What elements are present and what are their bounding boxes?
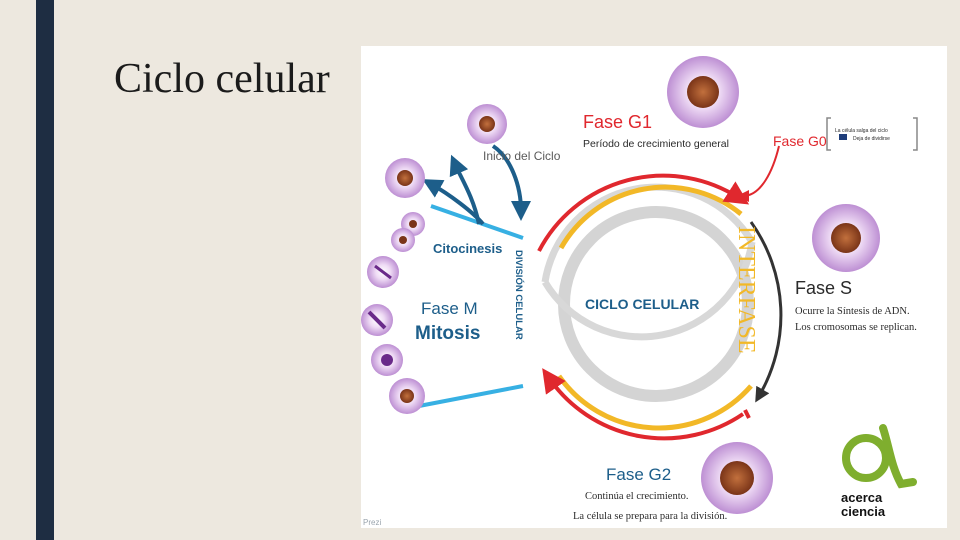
logo-line2: ciencia (841, 504, 886, 519)
g0-note-box (826, 117, 918, 151)
g0-note-line1: La célula salga del ciclo (835, 128, 888, 134)
interfase-arrow (749, 221, 783, 403)
cell-cycle-diagram: Fase G1 Período de crecimiento general F… (361, 46, 947, 528)
cell-citocinesis (391, 212, 425, 252)
g0-arrow (737, 145, 780, 202)
logo-line1: acerca (841, 490, 883, 505)
red-arrow-g2 (542, 368, 745, 441)
blue-arrow-3 (491, 144, 531, 221)
interfase-label: INTERFASE (733, 226, 759, 354)
g1-description: Período de crecimiento general (583, 138, 729, 150)
left-accent-bar (36, 0, 54, 540)
acerca-ciencia-logo (842, 424, 917, 489)
s-desc-line1: Ocurre la Síntesis de ADN. (795, 306, 910, 317)
red-arrow-g1 (537, 173, 750, 252)
fase-m-label: Fase M (421, 299, 478, 318)
g2-title: Fase G2 (606, 465, 671, 484)
g2-desc-line1: Continúa el crecimiento. (585, 491, 689, 502)
cell-left-bottom (389, 378, 425, 414)
cell-g2 (701, 442, 773, 514)
center-label: CICLO CELULAR (585, 296, 699, 312)
yellow-arc-bottom (556, 374, 753, 431)
cell-anaphase (367, 256, 399, 288)
g0-title: Fase G0 (773, 133, 827, 149)
cell-left-1 (385, 158, 425, 198)
g1-title: Fase G1 (583, 112, 652, 132)
mitosis-label: Mitosis (415, 323, 480, 344)
s-desc-line2: Los cromosomas se replican. (795, 322, 917, 333)
citocinesis-label: Citocinesis (433, 241, 502, 256)
blue-arrow-2 (422, 179, 485, 226)
g0-note-line2: Deja de dividirse (853, 136, 890, 142)
inicio-label: Inicio del Ciclo (483, 149, 561, 163)
g2-desc-line2: La célula se prepara para la división. (573, 511, 727, 522)
diagram-canvas: Fase G1 Período de crecimiento general F… (361, 56, 918, 527)
division-label: DIVISIÓN CELULAR (513, 250, 525, 340)
cell-g1 (667, 56, 739, 128)
cell-s (812, 204, 880, 272)
cell-metaphase (361, 304, 393, 336)
s-title: Fase S (795, 278, 852, 298)
red-arc-tail (743, 409, 751, 419)
cell-inicio (467, 104, 507, 144)
slide-title: Ciclo celular (114, 56, 330, 102)
outer-gray-arc-lower (541, 241, 756, 341)
cell-prophase (371, 344, 403, 376)
prezi-watermark: Prezi (363, 518, 381, 527)
yellow-arc-top (558, 184, 743, 250)
mitosis-line (418, 384, 524, 408)
